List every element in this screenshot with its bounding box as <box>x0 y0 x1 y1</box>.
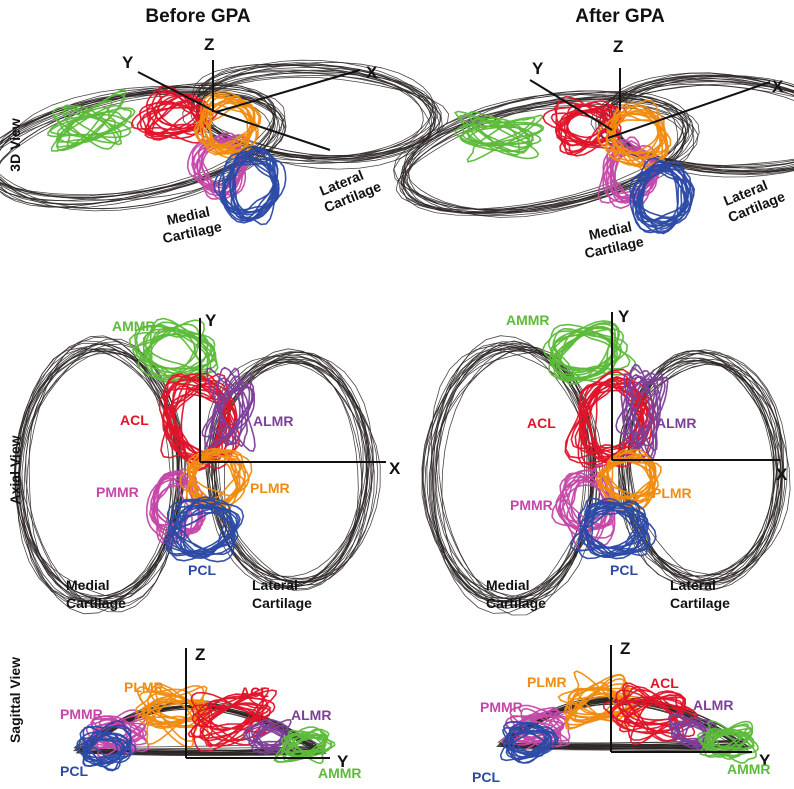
axis-y-line <box>530 80 612 130</box>
axis-z-label: Z <box>613 37 623 56</box>
axis-x-label: X <box>776 465 788 484</box>
axis-z-label: Z <box>204 35 214 54</box>
ammr-bundle <box>48 90 135 151</box>
column-title-before: Before GPA <box>145 6 251 27</box>
panel-axial-after <box>422 321 790 615</box>
label-plmr-axial-after: PLMR <box>652 485 692 501</box>
axis-x-label: X <box>389 459 401 478</box>
label-acl-axial-after: ACL <box>527 415 556 431</box>
label-medial-axial-after: Medial <box>486 577 530 593</box>
pcl-bundle <box>630 158 694 233</box>
axis-z-label: Z <box>195 645 205 664</box>
label-almr-axial-before: ALMR <box>253 413 293 429</box>
label-pcl-axial-after: PCL <box>610 562 638 578</box>
axis-y-label: Y <box>205 311 217 330</box>
medial-cartilage-outline-trace <box>16 349 178 601</box>
axis-z-label: Z <box>620 639 630 658</box>
label-almr-sagittal-after: ALMR <box>693 697 733 713</box>
axis-y-label: Y <box>122 53 134 72</box>
label-acl-sagittal-before: ACL <box>240 684 269 700</box>
label-ammr-sagittal-before: AMMR <box>318 765 362 781</box>
label-medial-axial-after-2: Cartilage <box>486 595 546 611</box>
axis-y-label: Y <box>618 307 630 326</box>
label-pmmr-axial-after: PMMR <box>510 497 553 513</box>
label-pcl-sagittal-before: PCL <box>60 763 88 779</box>
label-pcl-sagittal-after: PCL <box>472 769 500 784</box>
label-acl-axial-before: ACL <box>120 412 149 428</box>
panel-3d-before <box>0 60 449 224</box>
label-plmr-sagittal-after: PLMR <box>527 674 567 690</box>
label-lateral-3d-after: Lateral Cartilage <box>719 172 787 225</box>
label-lateral-axial-before: Lateral <box>252 577 298 593</box>
label-pmmr-sagittal-after: PMMR <box>480 699 523 715</box>
label-lateral-3d-before: Lateral Cartilage <box>315 162 383 215</box>
label-lateral-axial-after-2: Cartilage <box>670 595 730 611</box>
label-almr-sagittal-before: ALMR <box>291 707 331 723</box>
label-pmmr-sagittal-before: PMMR <box>60 706 103 722</box>
label-lateral-axial-after: Lateral <box>670 577 716 593</box>
axis-x-label: X <box>366 63 378 82</box>
label-almr-axial-after: ALMR <box>656 415 696 431</box>
label-ammr-axial-after: AMMR <box>506 312 550 328</box>
label-pmmr-axial-before: PMMR <box>96 484 139 500</box>
label-ammr-sagittal-after: AMMR <box>727 761 771 777</box>
label-plmr-axial-before: PLMR <box>250 480 290 496</box>
label-ammr-axial-before: AMMR <box>112 318 156 334</box>
label-lateral-axial-before-2: Cartilage <box>252 595 312 611</box>
row-title-3d: 3D View <box>7 118 23 172</box>
axis-y-label: Y <box>532 59 544 78</box>
label-medial-3d-after: Medial Cartilage <box>579 216 645 261</box>
label-plmr-sagittal-before: PLMR <box>124 679 164 695</box>
label-medial-axial-before-2: Cartilage <box>66 595 126 611</box>
label-medial-axial-before: Medial <box>66 577 110 593</box>
row-title-axial: Axial View <box>7 435 23 504</box>
ammr-bundle <box>455 111 543 161</box>
axis-x-label: X <box>772 77 784 96</box>
label-pcl-axial-before: PCL <box>188 562 216 578</box>
column-title-after: After GPA <box>575 6 665 27</box>
row-title-sagittal: Sagittal View <box>7 657 23 743</box>
label-medial-3d-before: Medial Cartilage <box>157 201 223 246</box>
medial-cartilage-outline-trace <box>24 343 183 599</box>
label-acl-sagittal-after: ACL <box>650 675 679 691</box>
